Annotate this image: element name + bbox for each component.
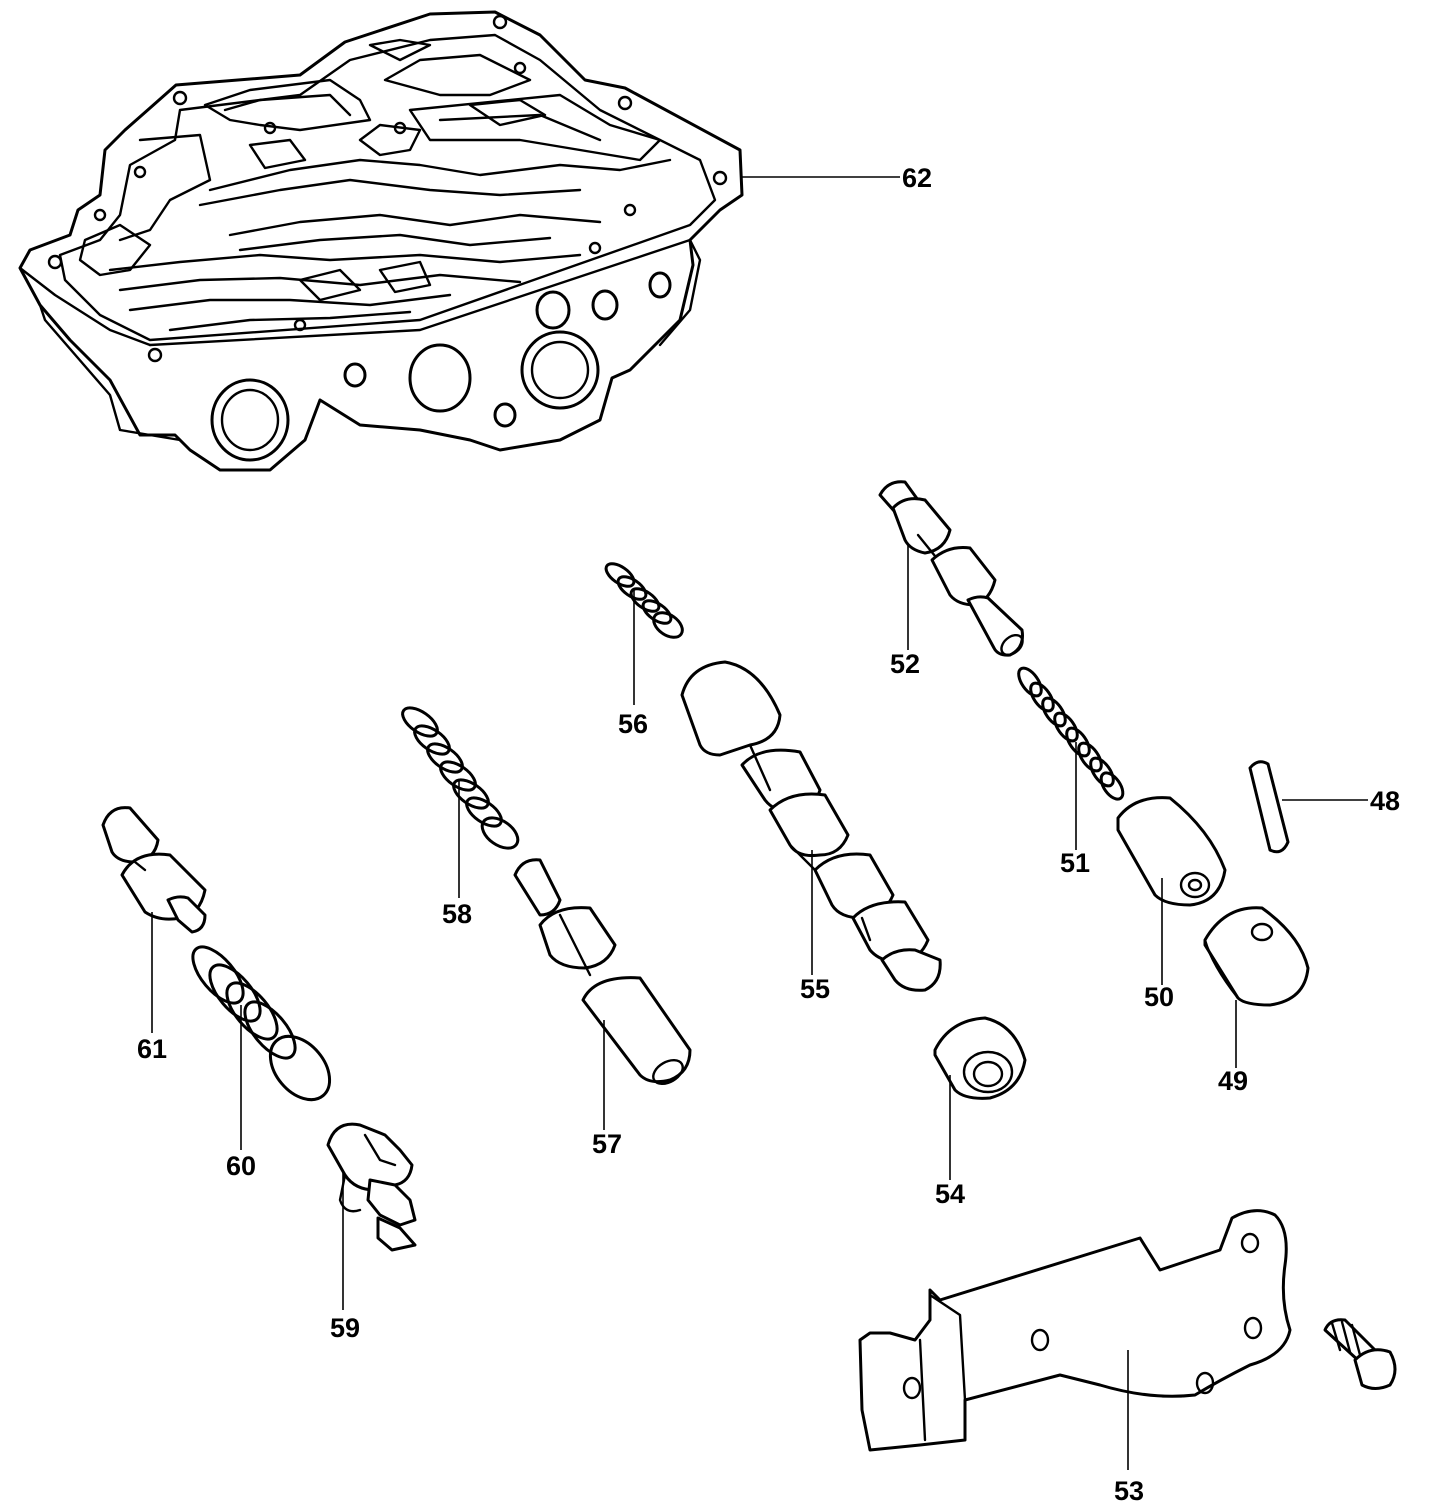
callout-49: 49 — [1218, 1066, 1248, 1096]
solenoid-59 — [326, 1122, 417, 1252]
callout-54: 54 — [935, 1179, 965, 1209]
callout-55: 55 — [800, 974, 830, 1004]
callout-62: 62 — [902, 163, 932, 193]
callout-57: 57 — [592, 1129, 622, 1159]
leader-lines — [151, 176, 1368, 1470]
spring-58 — [401, 706, 520, 850]
callout-52: 52 — [890, 649, 920, 679]
callout-50: 50 — [1144, 982, 1174, 1012]
valve-52 — [878, 480, 1024, 657]
pin-48 — [1248, 760, 1290, 854]
callout-61: 61 — [137, 1034, 167, 1064]
valve-body-62 — [18, 10, 744, 472]
valve-61 — [101, 806, 207, 934]
callout-58: 58 — [442, 899, 472, 929]
callout-60: 60 — [226, 1151, 256, 1181]
sleeve-49 — [1203, 906, 1310, 1007]
spring-51 — [1017, 666, 1125, 801]
bolt — [1323, 1318, 1397, 1390]
valve-57 — [513, 858, 692, 1085]
callout-56: 56 — [618, 709, 648, 739]
callout-53: 53 — [1114, 1476, 1144, 1506]
bushing-54 — [933, 1016, 1027, 1100]
valve-55 — [680, 660, 942, 992]
spring-56 — [604, 562, 684, 639]
callout-59: 59 — [330, 1313, 360, 1343]
plug-50 — [1116, 796, 1227, 907]
callout-51: 51 — [1060, 848, 1090, 878]
bracket-53 — [858, 1209, 1292, 1452]
spring-60 — [191, 945, 332, 1102]
callout-labels: 62 48 49 50 51 52 53 54 55 56 57 58 59 6… — [137, 163, 1400, 1506]
callout-48: 48 — [1370, 786, 1400, 816]
